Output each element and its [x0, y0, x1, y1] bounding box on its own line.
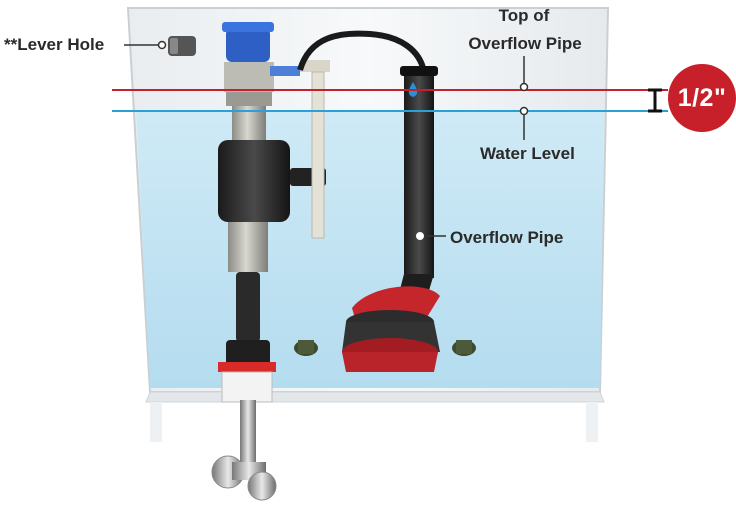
overflow-pipe-leader	[416, 232, 446, 240]
refill-tube	[297, 30, 427, 73]
tank-bolt-left	[294, 340, 318, 356]
gap-bracket	[648, 88, 662, 113]
flapper	[342, 286, 440, 372]
water-level-leader	[519, 106, 529, 140]
lever-hole-leader	[124, 40, 167, 50]
top-overflow-label-line2: Overflow Pipe	[468, 34, 582, 53]
overflow-pipe-label: Overflow Pipe	[450, 228, 564, 247]
top-overflow-label-line1: Top of	[498, 6, 550, 25]
fill-valve	[211, 22, 326, 501]
tank-bolt-right	[452, 340, 476, 356]
tank	[126, 7, 610, 442]
water-level-label: Water Level	[480, 144, 575, 163]
lever-hole-plug	[168, 36, 196, 56]
gap-badge: 1/2"	[668, 64, 736, 132]
lever-hole-label: **Lever Hole	[4, 35, 105, 54]
float-rod	[270, 60, 330, 239]
top-overflow-leader	[519, 56, 529, 92]
